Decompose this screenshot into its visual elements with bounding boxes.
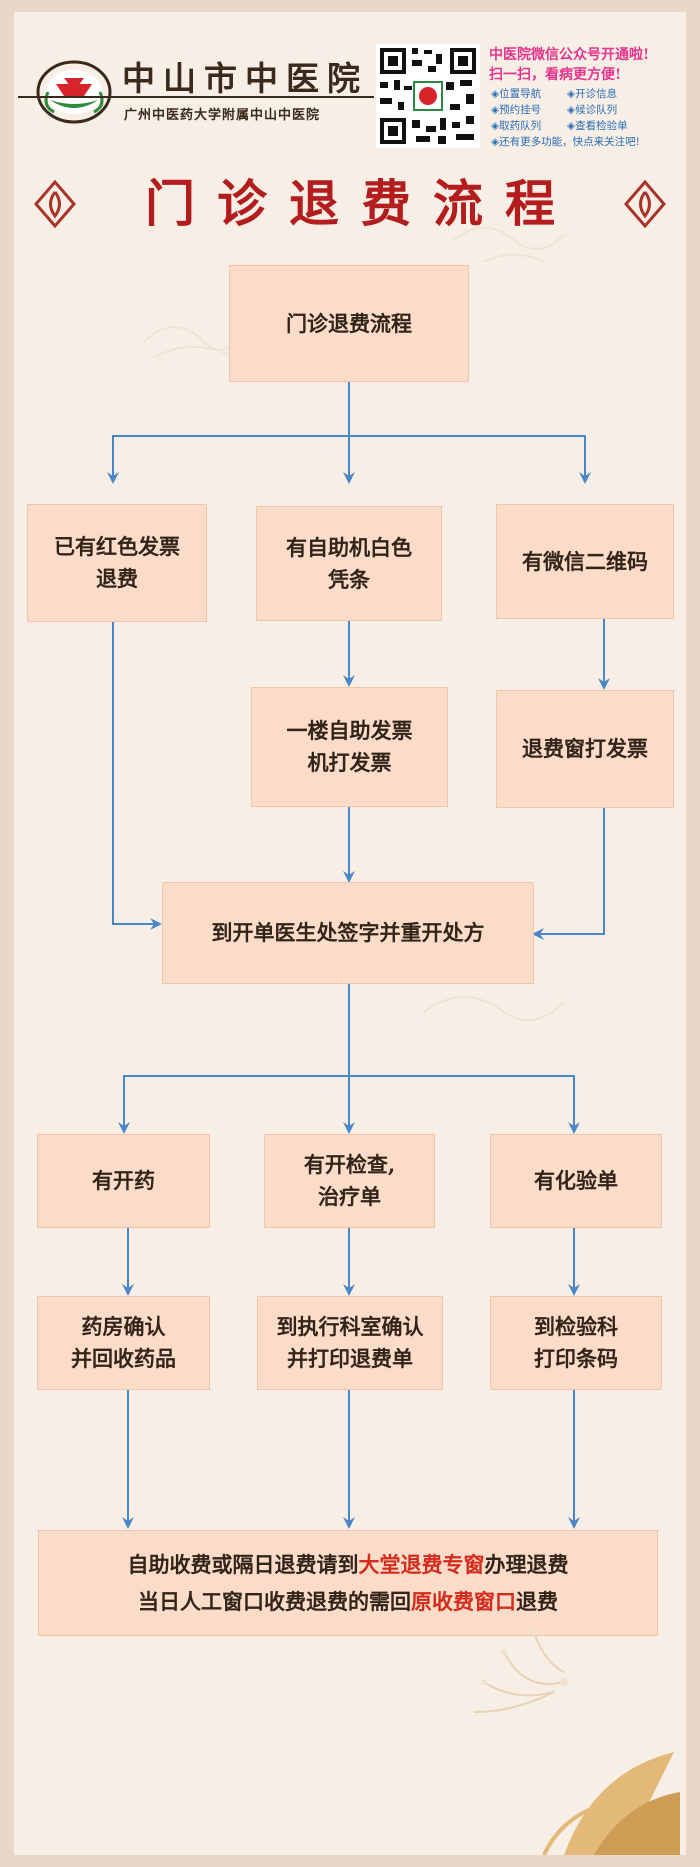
wechat-title-line1: 中医院微信公众号开通啦! <box>489 47 650 63</box>
pharmacy-confirm-node: 药房确认 并回收药品 <box>37 1296 210 1390</box>
final-line-2-end: 退费 <box>516 1589 558 1614</box>
kiosk-receipt-node: 有自助机白色 凭条 <box>256 506 442 621</box>
lab-print-node: 到检验科 打印条码 <box>490 1296 662 1390</box>
lab-test-node: 有化验单 <box>490 1134 662 1228</box>
flower-ornament-icon <box>473 1629 680 1855</box>
feature-item: ◈候诊队列 <box>567 104 618 116</box>
corner-ornament-left-icon <box>34 179 76 229</box>
doctor-sign-node: 到开单医生处签字并重开处方 <box>162 882 534 984</box>
flow-connectors <box>107 382 610 1529</box>
lobby-refund-window-highlight: 大堂退费专窗 <box>358 1552 485 1577</box>
start-node: 门诊退费流程 <box>229 265 469 382</box>
medicine-node: 有开药 <box>37 1134 210 1228</box>
dept-confirm-node: 到执行科室确认 并打印退费单 <box>257 1296 443 1390</box>
wechat-promo-title: 中医院微信公众号开通啦! 扫一扫，看病更方便! <box>489 45 679 85</box>
hospital-subtitle: 广州中医药大学附属中山中医院 <box>124 108 321 123</box>
refund-window-print-node: 退费窗打发票 <box>496 690 674 808</box>
hospital-logo-icon <box>36 60 112 124</box>
wechat-qr-code-icon[interactable] <box>376 44 480 148</box>
final-line-1-end: 办理退费 <box>484 1552 569 1577</box>
page-title: 门诊退费流程 <box>145 174 577 233</box>
wechat-qr-node: 有微信二维码 <box>496 504 674 619</box>
final-line-1-text: 自助收费或隔日退费请到 <box>127 1552 359 1577</box>
header-divider <box>18 96 374 98</box>
feature-item: ◈位置导航 <box>491 88 542 100</box>
original-window-highlight: 原收费窗口 <box>411 1589 516 1614</box>
feature-item: ◈还有更多功能，快点来关注吧! <box>491 136 640 148</box>
final-line-1: 自助收费或隔日退费请到大堂退费专窗办理退费 <box>128 1546 569 1583</box>
red-invoice-node: 已有红色发票 退费 <box>27 504 207 622</box>
wechat-feature-list: ◈位置导航 ◈开诊信息 ◈预约挂号 ◈候诊队列 ◈取药队列 ◈查看检验单 ◈还有… <box>491 86 681 150</box>
header: 中山市中医院 广州中医药大学附属中山中医院 中医院微信公众号开通啦! <box>14 12 686 162</box>
feature-item: ◈查看检验单 <box>567 120 628 132</box>
final-line-2: 当日人工窗口收费退费的需回原收费窗口退费 <box>138 1583 558 1620</box>
wechat-title-line2: 扫一扫，看病更方便! <box>489 67 622 83</box>
poster: 中山市中医院 广州中医药大学附属中山中医院 中医院微信公众号开通啦! <box>14 12 686 1855</box>
final-instruction-node: 自助收费或隔日退费请到大堂退费专窗办理退费 当日人工窗口收费退费的需回原收费窗口… <box>38 1530 658 1636</box>
feature-item: ◈开诊信息 <box>567 88 618 100</box>
final-line-2-text: 当日人工窗口收费退费的需回 <box>138 1589 411 1614</box>
corner-ornament-right-icon <box>624 179 666 229</box>
feature-item: ◈取药队列 <box>491 120 542 132</box>
hospital-name: 中山市中医院 <box>122 59 368 98</box>
exam-treatment-node: 有开检查, 治疗单 <box>264 1134 435 1228</box>
feature-item: ◈预约挂号 <box>491 104 542 116</box>
kiosk-print-node: 一楼自助发票 机打发票 <box>251 687 448 807</box>
